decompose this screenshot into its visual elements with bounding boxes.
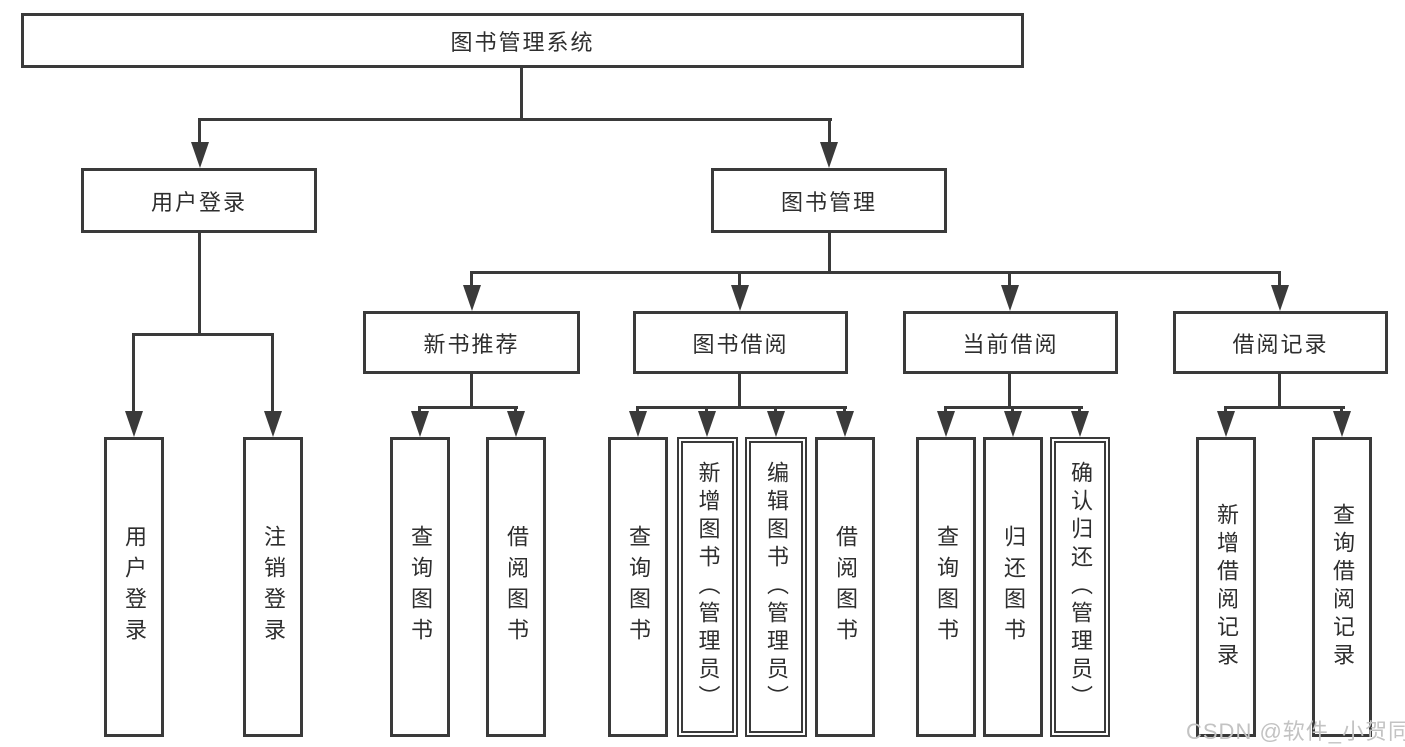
leaf-logout: 注销登录 <box>243 437 303 737</box>
arrow-down-icon <box>629 411 647 437</box>
connector-line <box>1278 372 1281 409</box>
connector-line <box>705 406 708 414</box>
connector-line <box>271 333 274 413</box>
arrow-down-icon <box>1271 285 1289 311</box>
node-library-management-system: 图书管理系统 <box>21 13 1024 68</box>
arrow-down-icon <box>767 411 785 437</box>
connector-line <box>1340 406 1343 414</box>
connector-line <box>828 118 831 145</box>
connector-line <box>1078 406 1081 414</box>
leaf-confirm-return-admin: 确认归还（管理员） <box>1050 437 1110 737</box>
leaf-edit-books-admin: 编辑图书（管理员） <box>745 437 807 737</box>
node-user-login: 用户登录 <box>81 168 317 233</box>
arrow-down-icon <box>191 142 209 168</box>
arrow-down-icon <box>1001 285 1019 311</box>
arrow-down-icon <box>1217 411 1235 437</box>
leaf-user-login: 用户登录 <box>104 437 164 737</box>
arrow-down-icon <box>507 411 525 437</box>
arrow-down-icon <box>1333 411 1351 437</box>
connector-line <box>132 333 274 336</box>
arrow-down-icon <box>1004 411 1022 437</box>
arrow-down-icon <box>463 285 481 311</box>
connector-line <box>470 271 1281 274</box>
node-book-borrowing: 图书借阅 <box>633 311 848 374</box>
arrow-down-icon <box>411 411 429 437</box>
connector-line <box>1224 406 1345 409</box>
leaf-query-books: 查询图书 <box>608 437 668 737</box>
connector-line <box>1224 406 1227 414</box>
node-borrowing-records: 借阅记录 <box>1173 311 1388 374</box>
leaf-query-borrow-record: 查询借阅记录 <box>1312 437 1372 737</box>
leaf-borrow-books: 借阅图书 <box>815 437 875 737</box>
connector-line <box>418 406 518 409</box>
connector-line <box>470 372 473 409</box>
connector-line <box>843 406 846 414</box>
leaf-add-books-admin: 新增图书（管理员） <box>677 437 738 737</box>
connector-line <box>738 271 741 288</box>
node-book-management: 图书管理 <box>711 168 947 233</box>
leaf-return-books: 归还图书 <box>983 437 1043 737</box>
connector-line <box>774 406 777 414</box>
arrow-down-icon <box>264 411 282 437</box>
connector-line <box>198 118 832 121</box>
leaf-add-borrow-record: 新增借阅记录 <box>1196 437 1256 737</box>
arrow-down-icon <box>836 411 854 437</box>
node-current-borrowing: 当前借阅 <box>903 311 1118 374</box>
csdn-watermark: CSDN @软件_小贺同学 <box>1186 719 1405 744</box>
connector-line <box>1278 271 1281 288</box>
connector-line <box>636 406 639 414</box>
connector-line <box>738 372 741 409</box>
leaf-query-books: 查询图书 <box>916 437 976 737</box>
connector-line <box>944 406 947 414</box>
connector-line <box>470 271 473 288</box>
arrow-down-icon <box>698 411 716 437</box>
leaf-borrow-books: 借阅图书 <box>486 437 546 737</box>
connector-line <box>1011 406 1014 414</box>
connector-line <box>636 406 847 409</box>
connector-line <box>1008 271 1011 288</box>
connector-line <box>1008 372 1011 409</box>
connector-line <box>828 230 831 274</box>
connector-line <box>198 230 201 336</box>
connector-line <box>418 406 421 414</box>
arrow-down-icon <box>937 411 955 437</box>
connector-line <box>198 118 201 145</box>
arrow-down-icon <box>731 285 749 311</box>
connector-line <box>514 406 517 414</box>
arrow-down-icon <box>125 411 143 437</box>
connector-line <box>132 333 135 413</box>
node-new-book-recommendation: 新书推荐 <box>363 311 580 374</box>
leaf-query-books: 查询图书 <box>390 437 450 737</box>
connector-line <box>520 68 523 121</box>
arrow-down-icon <box>1071 411 1089 437</box>
arrow-down-icon <box>820 142 838 168</box>
